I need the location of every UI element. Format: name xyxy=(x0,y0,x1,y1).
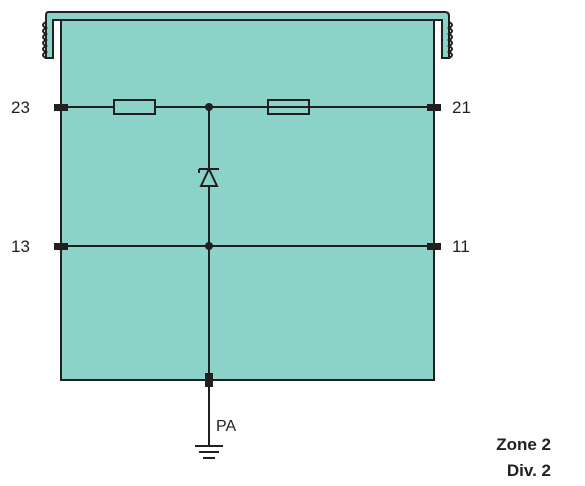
left-clip-spring xyxy=(42,21,49,59)
terminal-pad-23 xyxy=(54,104,68,111)
junction-dot-top xyxy=(205,103,213,111)
zener-diode xyxy=(198,166,219,187)
ground-label: PA xyxy=(216,418,236,435)
right-clip-spring xyxy=(446,21,453,59)
terminal-pad-pa xyxy=(205,373,213,387)
terminal-pad-21 xyxy=(427,104,441,111)
division-label: Div. 2 xyxy=(507,461,551,480)
device-housing xyxy=(42,11,453,381)
fuse xyxy=(267,99,310,115)
ground-icon xyxy=(195,445,223,459)
terminal-label-23: 23 xyxy=(11,98,30,117)
resistor xyxy=(113,99,156,115)
terminal-pad-13 xyxy=(54,243,68,250)
terminal-label-11: 11 xyxy=(452,237,470,256)
terminal-label-21: 21 xyxy=(452,98,471,117)
terminal-pad-11 xyxy=(427,243,441,250)
housing-body xyxy=(60,17,435,381)
terminal-label-13: 13 xyxy=(11,237,30,256)
housing-top-rail xyxy=(45,11,450,59)
junction-dot-middle xyxy=(205,242,213,250)
zone-label: Zone 2 xyxy=(496,435,551,454)
